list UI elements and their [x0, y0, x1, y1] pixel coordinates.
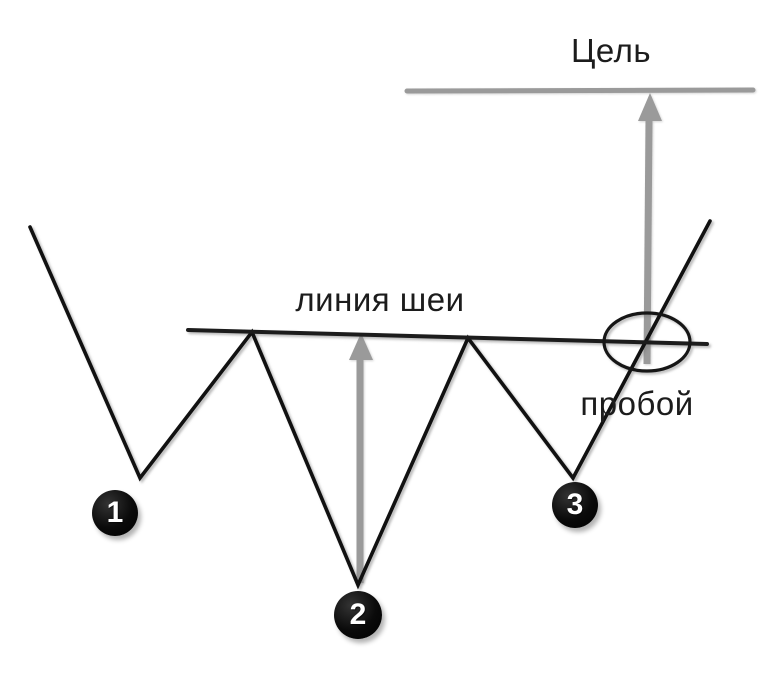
target-level-line: [404, 87, 756, 94]
neckline-label: линия шеи: [295, 281, 465, 318]
trough-badge-2: 2: [334, 591, 382, 639]
head-measure-arrow-head-icon: [349, 333, 373, 360]
trough-badge-3-number: 3: [566, 488, 584, 521]
trough-badge-3: 3: [552, 482, 598, 528]
breakout-ellipse: [602, 311, 692, 373]
neckline: [186, 328, 709, 346]
target-label: Цель: [570, 32, 652, 69]
target-projection-arrow-head-icon: [638, 93, 662, 121]
breakout-label: пробой: [580, 385, 694, 422]
price-line: [28, 219, 712, 590]
trough-badge-1-number: 1: [106, 496, 124, 529]
target-projection-arrow-shaft: [643, 119, 653, 365]
trough-badge-2-number: 2: [349, 598, 367, 631]
trough-badge-1: 1: [92, 490, 138, 536]
